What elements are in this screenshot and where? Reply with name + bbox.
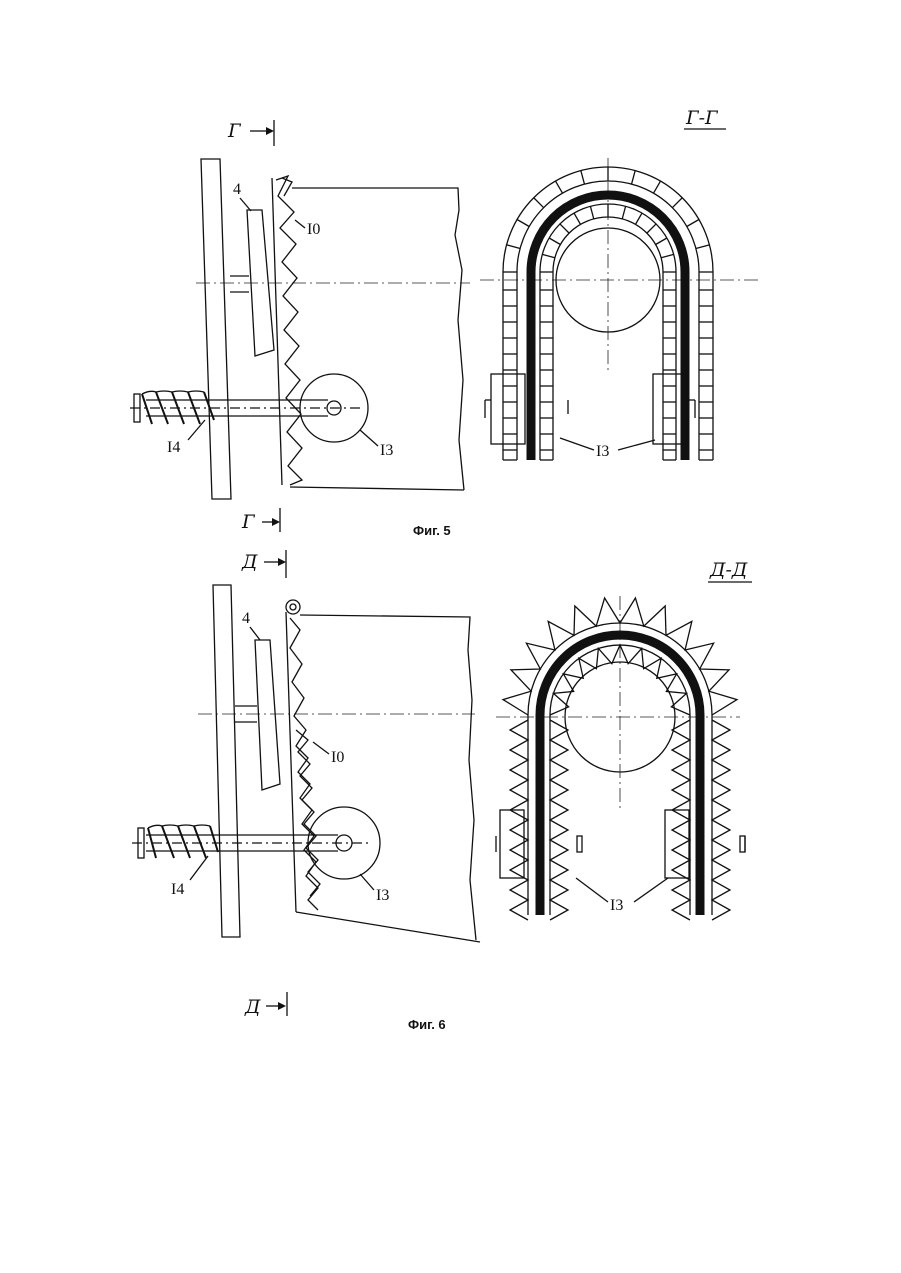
figure-caption: Фиг. 6 bbox=[408, 1017, 446, 1032]
view-title: Д-Д bbox=[709, 559, 748, 581]
section-mark-top: Д bbox=[241, 551, 258, 573]
figure-caption: Фиг. 5 bbox=[413, 523, 451, 538]
part-4-bracket bbox=[235, 640, 280, 790]
figure-6: Д Д bbox=[132, 550, 752, 1032]
section-view bbox=[480, 158, 760, 460]
view-title: Г-Г bbox=[685, 107, 719, 129]
label-14: I4 bbox=[167, 439, 180, 456]
shaft-spring-14 bbox=[130, 391, 360, 424]
section-mark-bottom: Д bbox=[244, 996, 261, 1018]
label-10: I0 bbox=[307, 221, 320, 238]
label-4: 4 bbox=[233, 181, 241, 198]
figure-5: Г Г bbox=[130, 107, 760, 538]
label-13-section: I3 bbox=[610, 897, 623, 914]
section-mark-bottom: Г bbox=[241, 511, 256, 533]
section-view bbox=[496, 596, 745, 920]
label-13: I3 bbox=[376, 887, 389, 904]
label-13-section: I3 bbox=[596, 443, 609, 460]
label-10: I0 bbox=[331, 749, 344, 766]
label-13: I3 bbox=[380, 442, 393, 459]
label-14: I4 bbox=[171, 881, 184, 898]
section-arrow-bottom bbox=[266, 992, 287, 1016]
section-arrow-top bbox=[250, 120, 274, 146]
wall-plate bbox=[201, 159, 231, 499]
label-4: 4 bbox=[242, 610, 250, 627]
wall-plate bbox=[213, 585, 240, 937]
section-arrow-top bbox=[264, 550, 286, 578]
section-arrow-bottom bbox=[262, 508, 280, 532]
section-mark-top: Г bbox=[227, 120, 242, 142]
